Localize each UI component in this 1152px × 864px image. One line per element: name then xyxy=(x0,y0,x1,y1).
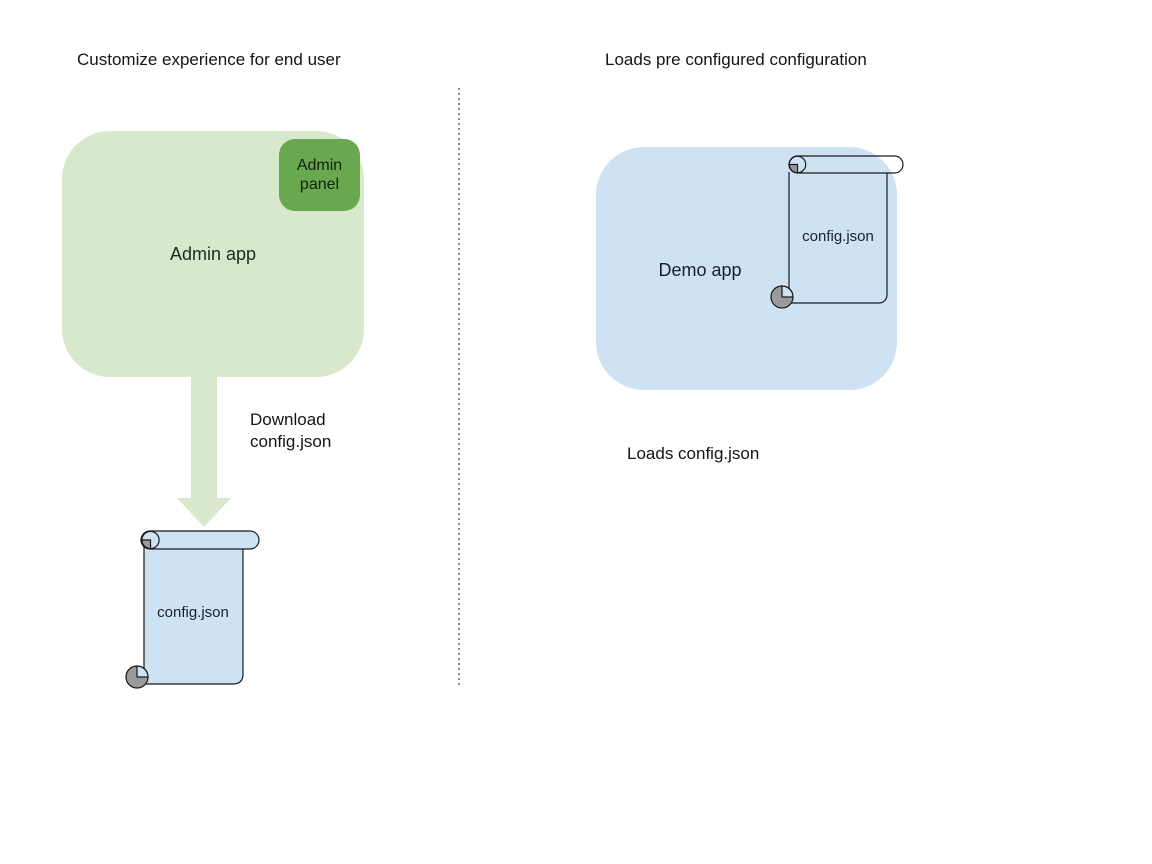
admin-panel-box: Admin panel xyxy=(279,139,360,211)
config-json-label-right: config.json xyxy=(802,228,874,245)
scroll-top-roll xyxy=(140,530,260,550)
left-section-title: Customize experience for end user xyxy=(77,50,341,69)
scroll-bottom-curl-notch xyxy=(136,665,149,678)
section-divider xyxy=(458,88,460,688)
demo-app-label: Demo app xyxy=(658,260,742,280)
right-section-title: Loads pre configured configuration xyxy=(605,50,867,69)
scroll-bottom-curl xyxy=(125,665,149,689)
download-arrow-label: Download config.json xyxy=(250,410,332,451)
admin-app-label: Admin app xyxy=(169,243,257,264)
config-json-label-left: config.json xyxy=(157,604,229,621)
scroll-top-curl-shade xyxy=(141,539,152,550)
download-arrow-icon xyxy=(177,374,231,527)
admin-panel-label: Admin panel xyxy=(296,157,343,193)
loads-config-caption: Loads config.json xyxy=(627,444,760,463)
scroll-top-curl xyxy=(141,530,160,550)
download-arrow-shape xyxy=(177,374,231,527)
